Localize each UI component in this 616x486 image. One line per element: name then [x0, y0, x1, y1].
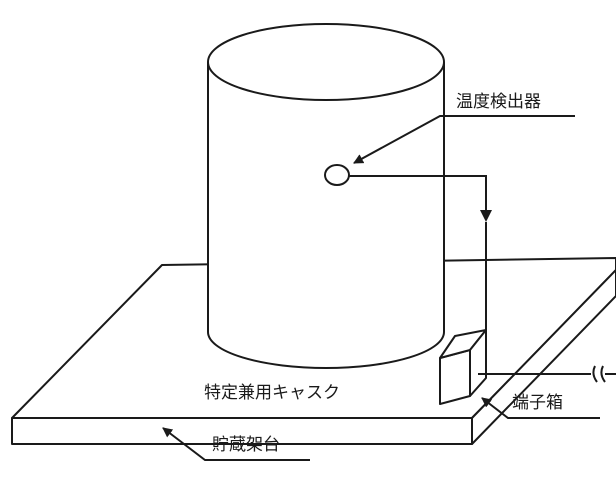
signal-cable-arrow-icon: [480, 210, 492, 222]
cask-body: [207, 62, 445, 369]
cask-label: 特定兼用キャスク: [204, 383, 340, 403]
cask-top: [207, 23, 445, 101]
signal-cable: [349, 175, 487, 212]
temperature-detector-label: 温度検出器: [456, 92, 541, 112]
temperature-detector-leader: [353, 115, 575, 164]
terminal-box-label: 端子箱: [512, 393, 563, 413]
terminal-box-side: [469, 329, 487, 397]
storage-rack-side-face: [471, 269, 616, 445]
terminal-box-front: [439, 349, 471, 405]
cable-break-icon: [592, 365, 606, 383]
storage-rack-leader: [162, 427, 310, 461]
cask: [207, 23, 445, 369]
terminal-box: [439, 329, 487, 405]
terminal-box-leader: [481, 397, 600, 419]
storage-rack-label: 貯蔵架台: [212, 435, 280, 455]
temperature-detector-icon: [324, 164, 350, 186]
